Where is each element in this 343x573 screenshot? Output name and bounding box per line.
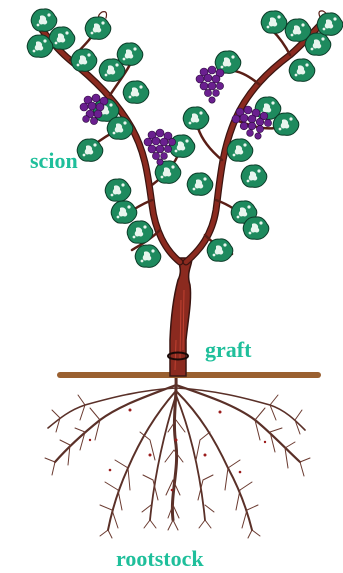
- leaf: [31, 9, 57, 32]
- leaf: [169, 135, 195, 158]
- root-branch: [48, 388, 176, 428]
- leaf: [261, 11, 287, 34]
- leaf: [135, 245, 161, 268]
- leaf: [107, 117, 133, 140]
- leaf: [105, 179, 131, 202]
- leaf: [207, 239, 233, 262]
- vine-trunk: [168, 258, 192, 376]
- leaf: [111, 201, 137, 224]
- root-branch: [108, 392, 175, 530]
- leaf: [85, 17, 111, 40]
- leaf: [27, 35, 53, 58]
- leaf: [123, 81, 149, 104]
- rootstock-label: rootstock: [116, 548, 204, 570]
- leaf: [241, 165, 267, 188]
- leaf: [273, 113, 299, 136]
- leaf: [317, 13, 343, 36]
- leaf: [243, 217, 269, 240]
- leaf: [227, 139, 253, 162]
- scion-label: scion: [30, 150, 78, 172]
- leaf: [117, 43, 143, 66]
- grape-cluster: [144, 129, 176, 165]
- leaf: [71, 49, 97, 72]
- leaf: [183, 107, 209, 130]
- root-branch: [176, 388, 305, 430]
- leaf: [289, 59, 315, 82]
- leaf: [77, 139, 103, 162]
- root-branch: [177, 392, 252, 530]
- rootstock-roots: [45, 376, 310, 538]
- graft-label: graft: [205, 339, 251, 361]
- leaf: [127, 221, 153, 244]
- root-branch: [176, 395, 205, 520]
- leaf: [305, 33, 331, 56]
- leaf: [187, 173, 213, 196]
- grape-cluster: [196, 66, 224, 103]
